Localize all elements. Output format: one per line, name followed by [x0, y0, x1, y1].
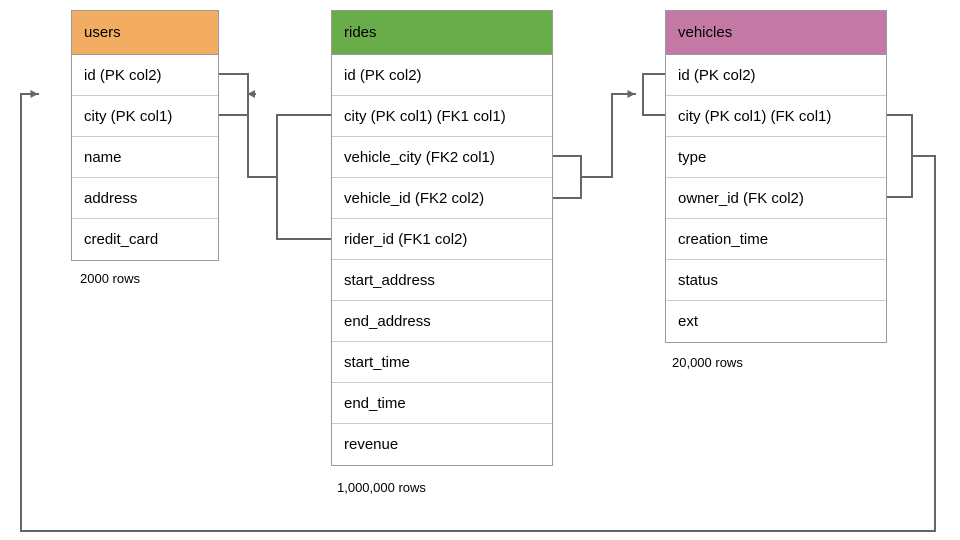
connector-rides-to-vehicles-stem [580, 90, 636, 178]
field-rides-start-time[interactable]: start_time [332, 342, 552, 383]
field-vehicles-id[interactable]: id (PK col2) [666, 55, 886, 96]
field-users-address[interactable]: address [72, 178, 218, 219]
field-users-city[interactable]: city (PK col1) [72, 96, 218, 137]
field-rides-start-address[interactable]: start_address [332, 260, 552, 301]
field-rides-end-address[interactable]: end_address [332, 301, 552, 342]
rowcount-rides: 1,000,000 rows [337, 480, 426, 495]
vehicles-pk-bracket-left [642, 73, 666, 116]
field-users-name[interactable]: name [72, 137, 218, 178]
field-rides-revenue[interactable]: revenue [332, 424, 552, 465]
field-vehicles-type[interactable]: type [666, 137, 886, 178]
field-rides-end-time[interactable]: end_time [332, 383, 552, 424]
entity-rides-title: rides [332, 11, 552, 55]
connector-vehicles-to-users [886, 114, 913, 198]
field-vehicles-ext[interactable]: ext [666, 301, 886, 342]
field-users-id[interactable]: id (PK col2) [72, 55, 218, 96]
connector-rides-to-users [276, 114, 332, 240]
entity-vehicles-title: vehicles [666, 11, 886, 55]
field-rides-vehicle-id[interactable]: vehicle_id (FK2 col2) [332, 178, 552, 219]
field-rides-id[interactable]: id (PK col2) [332, 55, 552, 96]
connector-rides-to-users-stem [247, 90, 278, 178]
rowcount-users: 2000 rows [80, 271, 140, 286]
entity-rides[interactable]: rides id (PK col2) city (PK col1) (FK1 c… [331, 10, 553, 466]
field-rides-vehicle-city[interactable]: vehicle_city (FK2 col1) [332, 137, 552, 178]
field-users-credit-card[interactable]: credit_card [72, 219, 218, 260]
entity-vehicles[interactable]: vehicles id (PK col2) city (PK col1) (FK… [665, 10, 887, 343]
users-pk-bracket-right [218, 73, 249, 116]
connector-rides-to-vehicles [552, 155, 582, 199]
field-vehicles-status[interactable]: status [666, 260, 886, 301]
field-vehicles-city[interactable]: city (PK col1) (FK col1) [666, 96, 886, 137]
field-rides-city[interactable]: city (PK col1) (FK1 col1) [332, 96, 552, 137]
field-vehicles-owner-id[interactable]: owner_id (FK col2) [666, 178, 886, 219]
field-rides-rider-id[interactable]: rider_id (FK1 col2) [332, 219, 552, 260]
rowcount-vehicles: 20,000 rows [672, 355, 743, 370]
entity-users[interactable]: users id (PK col2) city (PK col1) name a… [71, 10, 219, 261]
entity-users-title: users [72, 11, 218, 55]
field-vehicles-creation-time[interactable]: creation_time [666, 219, 886, 260]
